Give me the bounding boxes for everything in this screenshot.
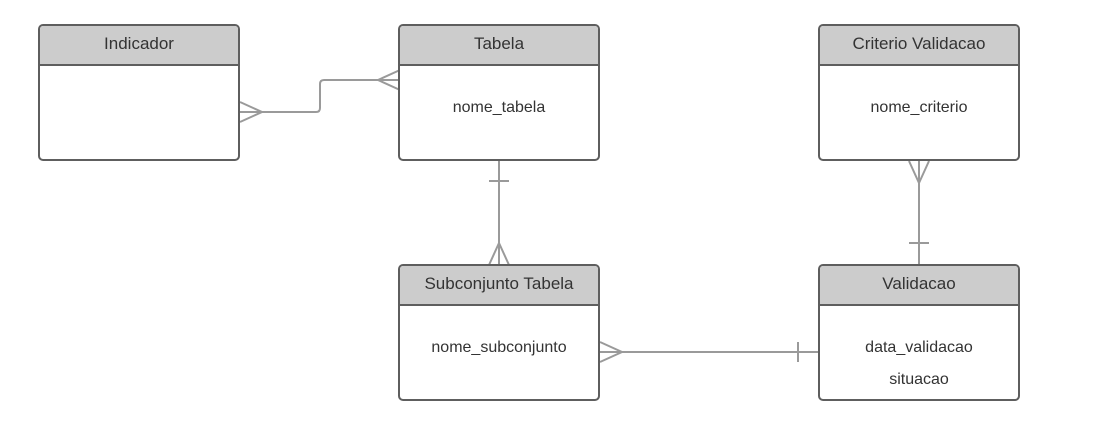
rel-indicador-tabela-line xyxy=(240,79,400,113)
attribute-data-validacao: data_validacao xyxy=(865,339,973,356)
entity-title: Tabela xyxy=(400,26,598,66)
attribute-situacao: situacao xyxy=(889,371,949,388)
entity-attributes: nome_subconjunto xyxy=(400,306,598,364)
entity-title: Subconjunto Tabela xyxy=(400,266,598,306)
attribute-nome-tabela: nome_tabela xyxy=(452,99,546,116)
rel-criterio-crowfoot xyxy=(908,160,930,186)
entity-criterio-validacao[interactable]: Criterio Validacao nome_criterio xyxy=(818,24,1020,161)
entity-attributes: nome_criterio xyxy=(820,66,1018,124)
entity-attributes: nome_tabela xyxy=(400,66,598,124)
entity-title: Criterio Validacao xyxy=(820,26,1018,66)
rel-tabela-crowfoot xyxy=(375,69,401,91)
entity-validacao[interactable]: Validacao data_validacao situacao xyxy=(818,264,1020,401)
entity-attributes xyxy=(40,66,238,92)
attribute-nome-criterio: nome_criterio xyxy=(870,99,968,116)
rel-subconjunto-crowfoot xyxy=(488,240,510,266)
rel-indicador-crowfoot xyxy=(239,101,265,123)
rel-subconjunto-many-crowfoot xyxy=(599,341,625,363)
attribute-nome-subconjunto: nome_subconjunto xyxy=(431,339,567,356)
entity-attributes: data_validacao situacao xyxy=(820,306,1018,396)
entity-subconjunto-tabela[interactable]: Subconjunto Tabela nome_subconjunto xyxy=(398,264,600,401)
entity-title: Indicador xyxy=(40,26,238,66)
entity-tabela[interactable]: Tabela nome_tabela xyxy=(398,24,600,161)
entity-indicador[interactable]: Indicador xyxy=(38,24,240,161)
entity-title: Validacao xyxy=(820,266,1018,306)
